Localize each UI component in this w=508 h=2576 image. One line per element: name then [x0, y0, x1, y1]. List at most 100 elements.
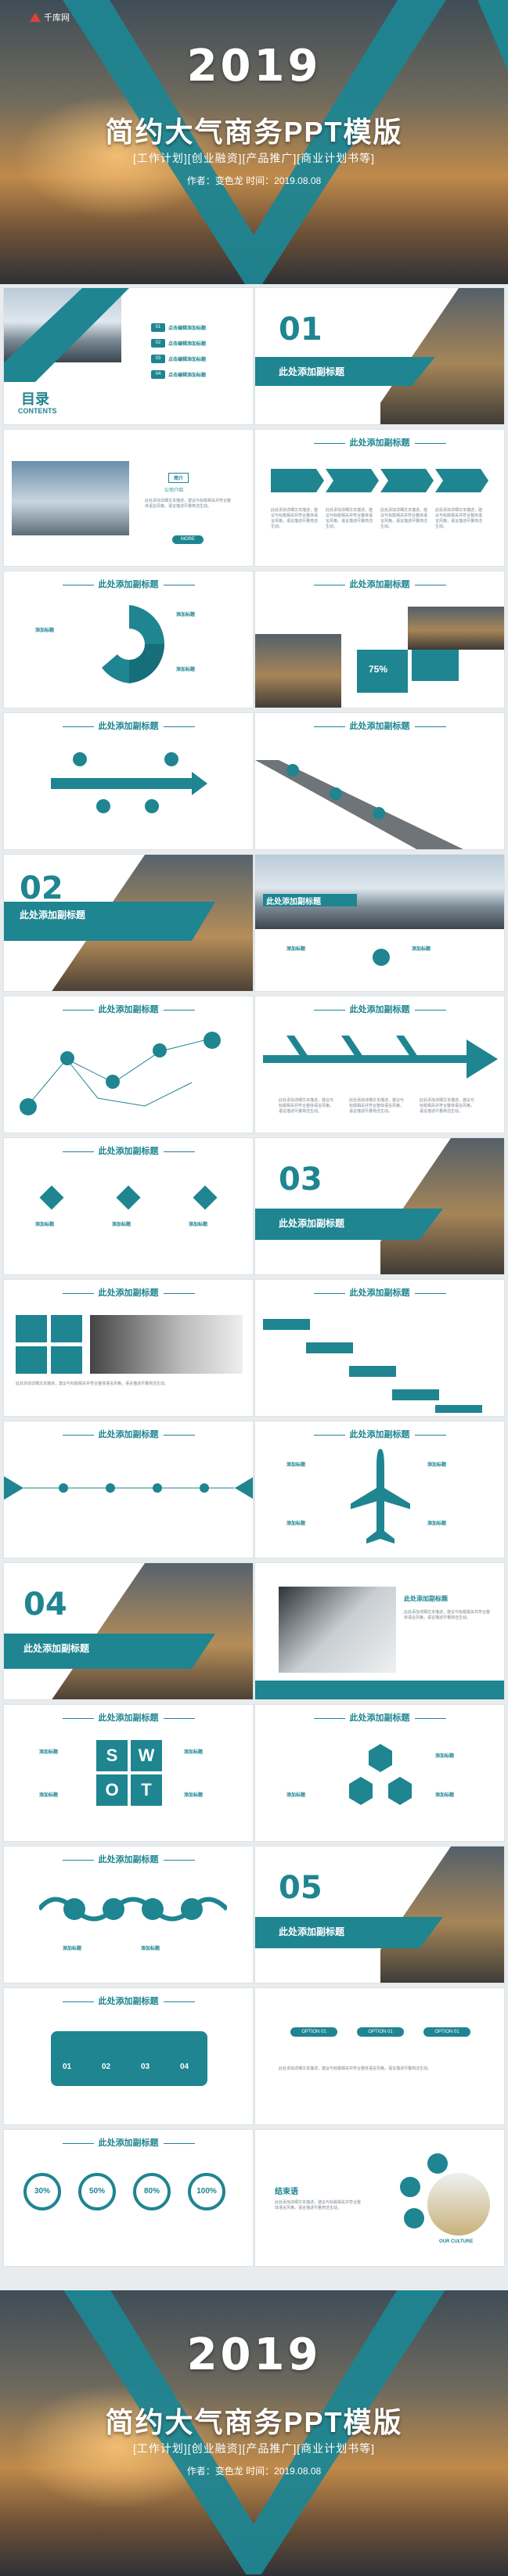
slide-title: 此处添加副标题: [4, 1994, 253, 2007]
culture-badge: OUR CULTURE: [439, 2239, 474, 2244]
step-text: 此处添加详细文本描述，建议与标题相关并符合整体语言风格，语言描述尽量简洁生动。: [435, 508, 483, 529]
section-number: 02: [20, 870, 63, 906]
fishbone-text: 此处添加详细文本描述，建议与标题相关并符合整体语言风格，语言描述尽量简洁生动。: [279, 1098, 334, 1114]
cover-title: 简约大气商务PPT模版: [105, 116, 403, 148]
contents-label: 目录: [21, 391, 49, 407]
slide-road-timeline[interactable]: 此处添加副标题: [254, 712, 505, 850]
diamond-label: 添加标题: [112, 1223, 132, 1227]
slide-airplane[interactable]: 此处添加副标题 添加标题 添加标题 添加标题 添加标题: [254, 1421, 505, 1558]
slide-photo-stats[interactable]: 此处添加副标题 75%: [254, 571, 505, 708]
cover-tags: [工作计划][创业融资][产品推广][商业计划书等]: [132, 152, 376, 164]
slide-skyline[interactable]: 此处添加副标题 添加标题 添加标题: [254, 854, 505, 992]
slide-fishbone[interactable]: 此处添加副标题 此处添加详细文本描述，建议与标题相关并符合整体语言风格，语言描述…: [254, 996, 505, 1133]
slide-swot[interactable]: 此处添加副标题 S W O T 添加标题 添加标题 添加标题 添加标题: [3, 1704, 254, 1842]
brand-logo: 千库网: [30, 11, 70, 23]
body-text: 此处添加详细文本描述，建议与标题相关并符合整体语言风格，语言描述尽量简洁生动。: [404, 1610, 491, 1620]
plane-label: 添加标题: [286, 1463, 306, 1468]
slide-section-04[interactable]: 04 此处添加副标题: [3, 1562, 254, 1700]
timeline-dot: [330, 787, 342, 800]
progress-ring: 100%: [188, 2173, 225, 2210]
more-button[interactable]: MORE: [172, 535, 204, 544]
slide-title: 此处添加副标题: [255, 1286, 504, 1299]
slide-building[interactable]: 此处添加副标题 此处添加详细文本描述，建议与标题相关并符合整体语言风格，语言描述…: [254, 1562, 505, 1700]
contents-shape: [4, 288, 129, 382]
building-photo: [279, 1587, 396, 1673]
slide-horizontal-timeline[interactable]: 此处添加副标题: [3, 1421, 254, 1558]
point-label: 添加标题: [286, 947, 306, 952]
slide-title: 此处添加副标题: [4, 719, 253, 732]
plane-label: 添加标题: [286, 1522, 306, 1526]
section-shape: [4, 1563, 215, 1699]
section-number: 03: [279, 1162, 322, 1198]
slide-title: 此处添加副标题: [255, 1711, 504, 1724]
plane-label: 添加标题: [427, 1463, 447, 1468]
cover-slide-bottom[interactable]: 2019 简约大气商务PPT模版 [工作计划][创业融资][产品推广][商业计划…: [0, 2290, 508, 2576]
slide-network[interactable]: 此处添加副标题: [3, 996, 254, 1133]
section-title: 此处添加副标题: [279, 1218, 345, 1229]
slide-tab-cards[interactable]: 此处添加副标题 01 02 03 04: [3, 1987, 254, 2125]
progress-ring: 80%: [133, 2173, 171, 2210]
diamond-label: 添加标题: [35, 1223, 55, 1227]
stair-steps: [263, 1319, 482, 1413]
slide-drop-chain[interactable]: 此处添加副标题 添加标题 添加标题: [3, 1846, 254, 1983]
slide-intro[interactable]: 简介 公司介绍 此处添加详细文本描述，建议与标题相关并符合整体语言风格，语言描述…: [3, 429, 254, 567]
node: [20, 1098, 37, 1115]
slide-options[interactable]: OPTION 01 OPTION 01 OPTION 01 此处添加详细文本描述…: [254, 1987, 505, 2125]
pie-label: 添加标题: [35, 629, 55, 633]
slide-section-01[interactable]: 01 此处添加副标题: [254, 287, 505, 425]
slide-culture[interactable]: 结束语 此处添加详细文本描述，建议与标题相关并符合整体语言风格，语言描述尽量简洁…: [254, 2129, 505, 2267]
slide-section-05[interactable]: 05 此处添加副标题: [254, 1846, 505, 1983]
card-band: [51, 2031, 207, 2086]
timeline-dot: [200, 1483, 209, 1493]
icon-circle: [145, 799, 159, 813]
swot-label: 添加标题: [39, 1793, 59, 1798]
slide-title: 此处添加副标题: [266, 898, 321, 906]
slide-process[interactable]: 此处添加副标题 此处添加详细文本描述，建议与标题相关并符合整体语言风格，语言描述…: [254, 429, 505, 567]
slide-section-02[interactable]: 02 此处添加副标题: [3, 854, 254, 992]
slide-title: 此处添加副标题: [255, 1428, 504, 1440]
center-circle: [373, 949, 390, 966]
slide-title: 此处添加副标题: [255, 719, 504, 732]
pie-label: 添加标题: [176, 613, 196, 618]
option-pill: OPTION 01: [423, 2027, 470, 2037]
timeline-line: [4, 1476, 253, 1500]
fishbone-text: 此处添加详细文本描述，建议与标题相关并符合整体语言风格，语言描述尽量简洁生动。: [420, 1098, 475, 1114]
intro-photo: [12, 461, 129, 535]
slide-hexagons[interactable]: 此处添加副标题 添加标题 添加标题 添加标题: [254, 1704, 505, 1842]
title-bar: [263, 894, 357, 906]
intro-heading: 公司介绍: [164, 488, 184, 493]
section-title: 此处添加副标题: [279, 366, 345, 377]
diamond-icon: [39, 1185, 64, 1210]
slide-section-03[interactable]: 03 此处添加副标题: [254, 1137, 505, 1275]
cover-v-shape: [63, 2290, 445, 2574]
plane-label: 添加标题: [427, 1522, 447, 1526]
slide-icons-arrow[interactable]: 此处添加副标题: [3, 712, 254, 850]
icon-circle: [73, 752, 87, 766]
hex-label: 添加标题: [435, 1754, 455, 1759]
hex-label: 添加标题: [286, 1793, 306, 1798]
chain-label: 添加标题: [63, 1947, 82, 1951]
slide-title: 此处添加副标题: [255, 578, 504, 590]
timeline-dot: [59, 1483, 68, 1493]
cover-slide-top[interactable]: 千库网 2019 简约大气商务PPT模版 [工作计划][创业融资][产品推广][…: [0, 0, 508, 284]
timeline-dot: [286, 764, 299, 776]
diamond-label: 添加标题: [189, 1223, 208, 1227]
slide-icons-photo[interactable]: 此处添加副标题 此处添加详细文本描述，建议与标题相关并符合整体语言风格，语言描述…: [3, 1279, 254, 1417]
slide-pie[interactable]: 此处添加副标题 添加标题 添加标题 添加标题: [3, 571, 254, 708]
bottom-band: [255, 1681, 504, 1699]
culture-title: 结束语: [275, 2188, 298, 2196]
slide-stairs[interactable]: 此处添加副标题: [254, 1279, 505, 1417]
cover-year: 2019: [186, 41, 322, 92]
slide-rings[interactable]: 此处添加副标题 30% 50% 80% 100%: [3, 2129, 254, 2267]
progress-ring: 30%: [23, 2173, 61, 2210]
swot-s: S: [96, 1740, 128, 1771]
stat-photo: [408, 607, 504, 650]
swot-o: O: [96, 1774, 128, 1806]
slide-diamonds[interactable]: 此处添加副标题 添加标题 添加标题 添加标题: [3, 1137, 254, 1275]
